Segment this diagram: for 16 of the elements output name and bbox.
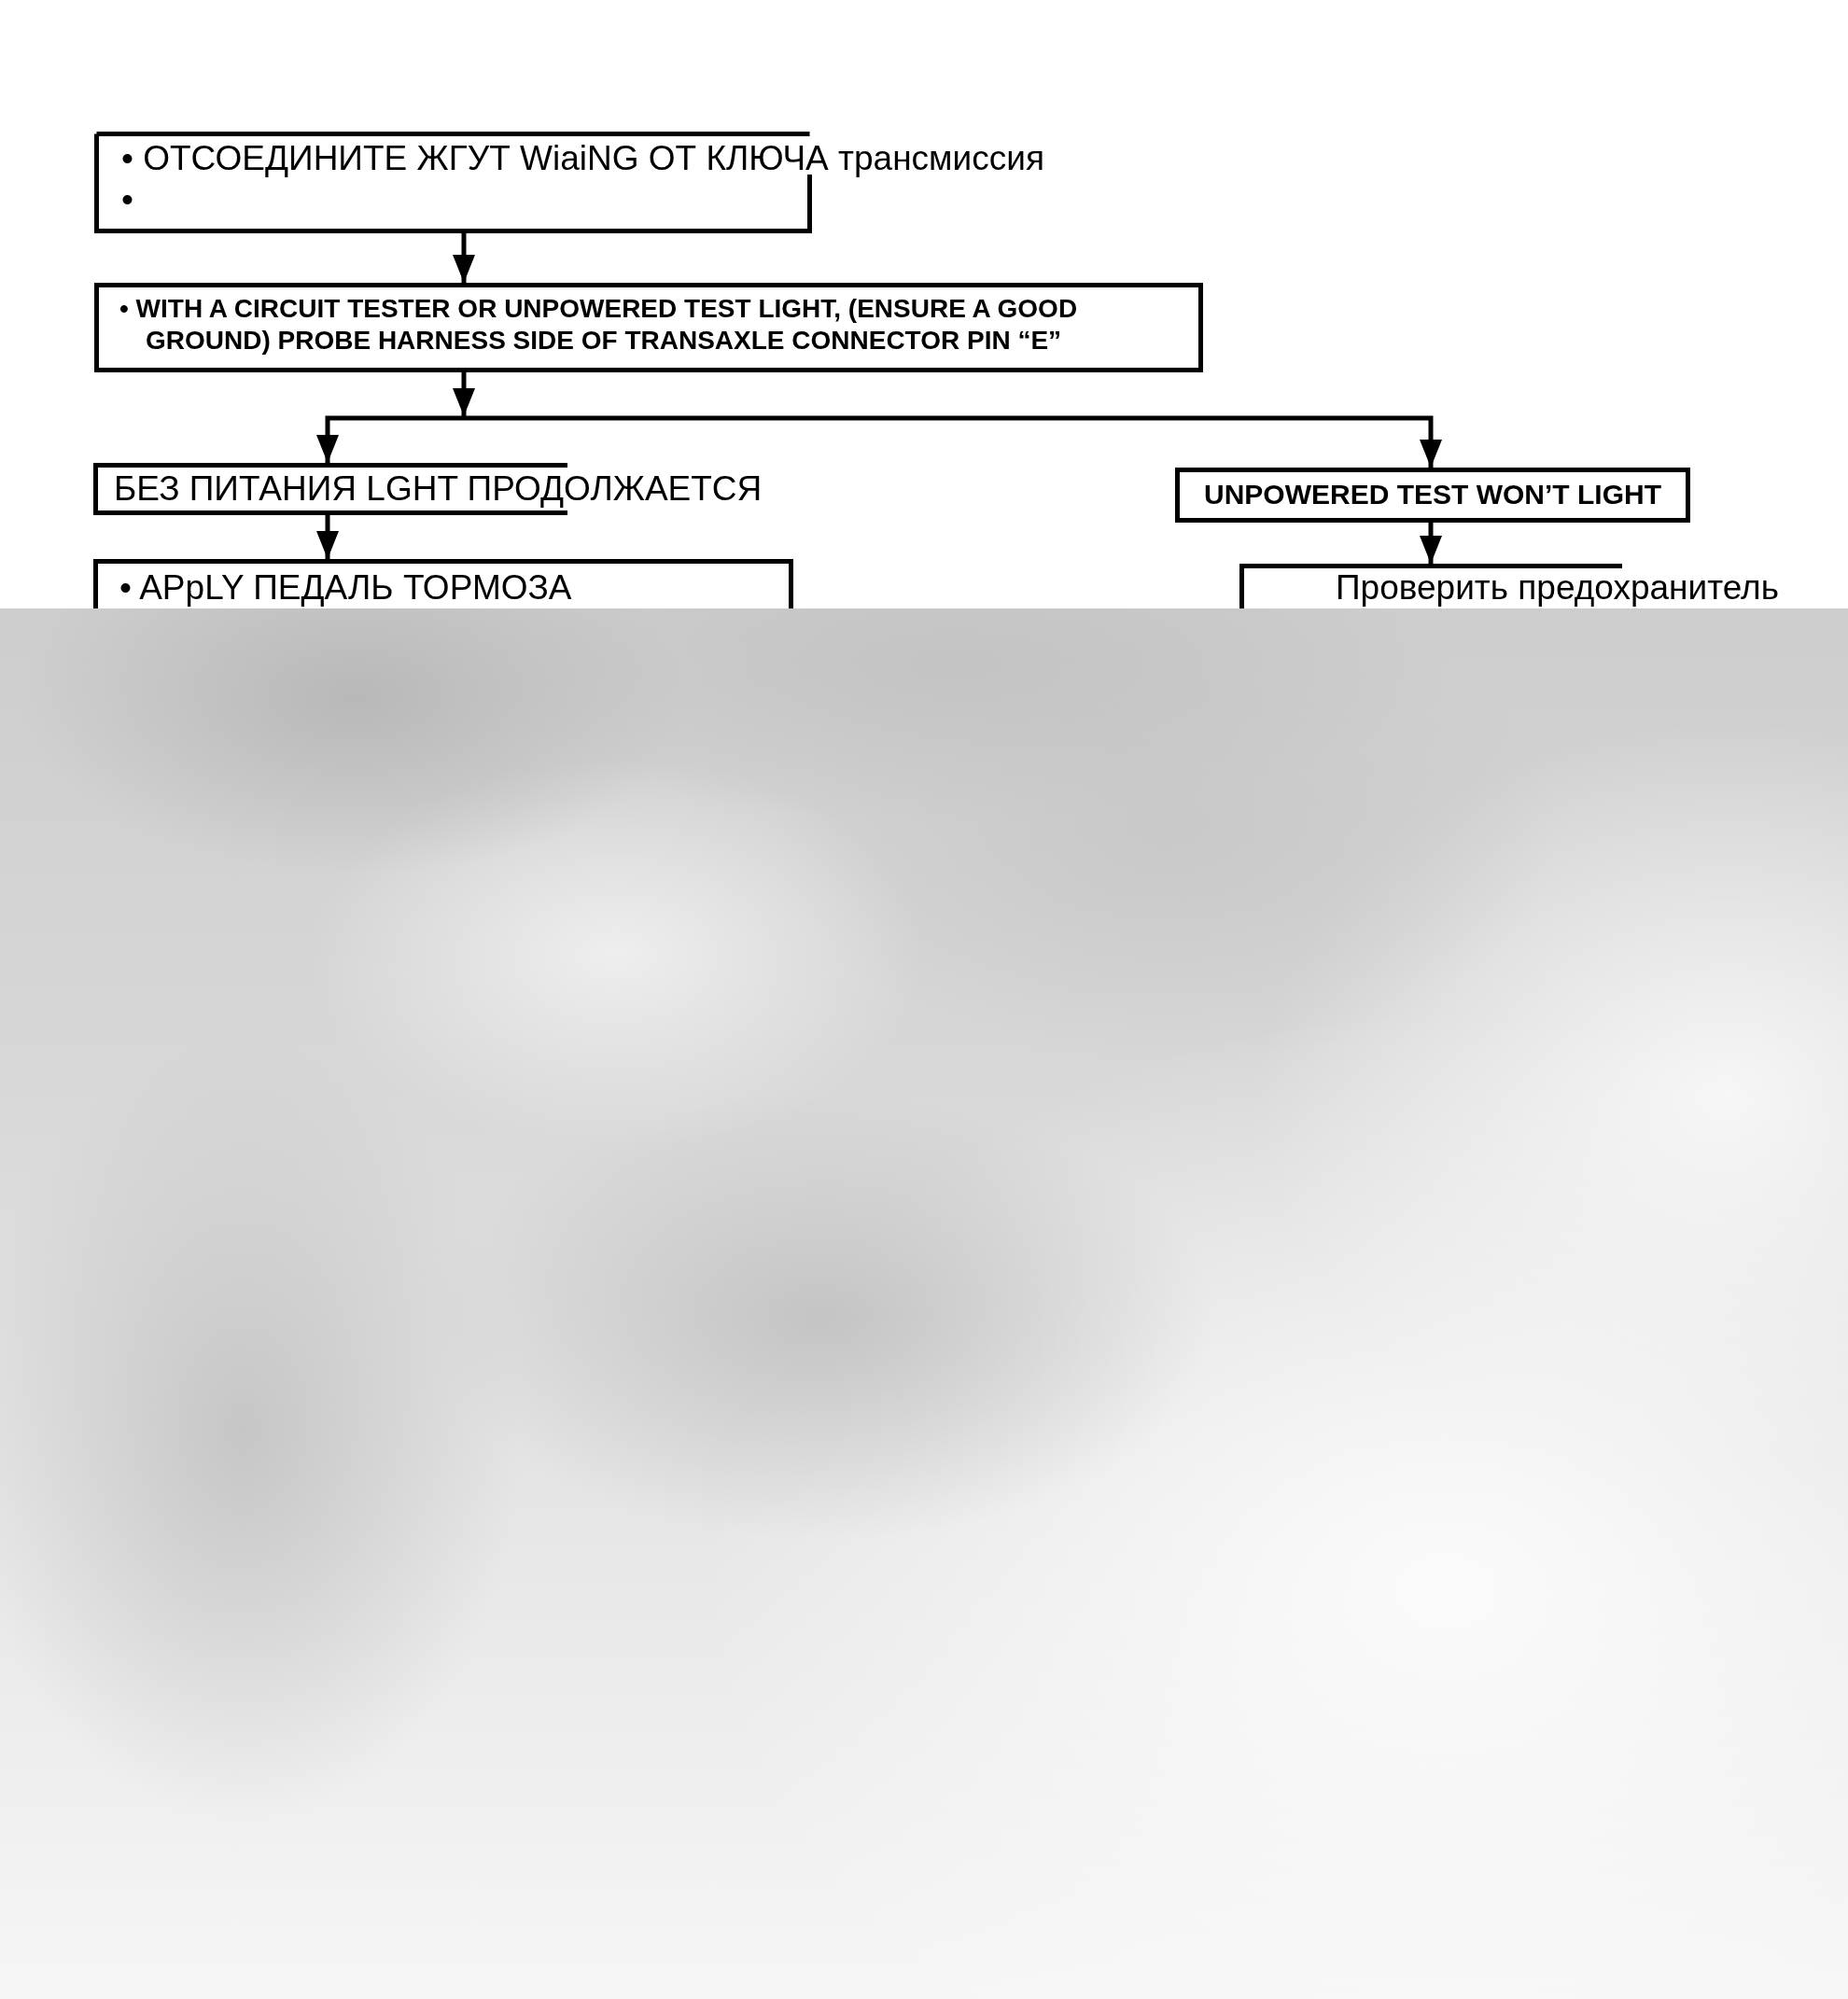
arrow [453, 372, 475, 416]
step-text: Проверить предохранитель [1336, 568, 1779, 607]
step-text: • ОТСОЕДИНИТЕ ЖГУТ WiaiNG ОТ КЛЮЧА трансмиссия [121, 139, 1044, 178]
arrow [316, 415, 464, 463]
arrow [453, 233, 475, 283]
step-text: • APpLY ПЕДАЛЬ ТОРМОЗА [119, 568, 572, 607]
process-box [94, 283, 1203, 372]
result-box [1175, 468, 1690, 523]
arrow [1420, 523, 1442, 564]
arrow [464, 415, 1442, 468]
step-text: • WITH A CIRCUIT TESTER OR UNPOWERED TEST LIGHT, (ENSURE A GOOD GROUND) PROBE HARNESS SIDE OF TRANSAXLE CONNECTOR PIN “E” [119, 293, 1079, 356]
process-box [93, 559, 793, 608]
result-text: UNPOWERED TEST WON’T LIGHT [1203, 478, 1662, 511]
bullet-text: • [121, 180, 133, 219]
arrow [316, 515, 339, 559]
result-text: БЕЗ ПИТАНИЯ LGHT ПРОДОЛЖАЕТСЯ [114, 469, 763, 509]
